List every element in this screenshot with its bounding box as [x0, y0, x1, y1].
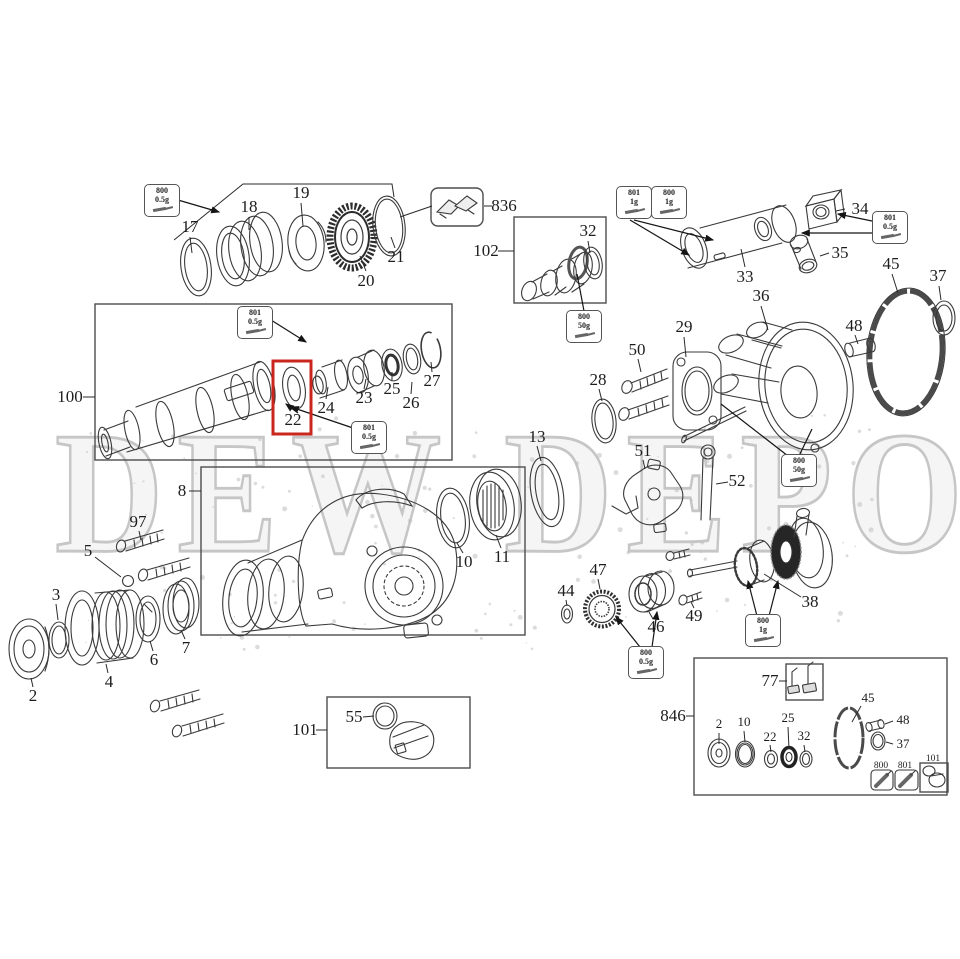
kit-grease-tube-800-icon	[870, 769, 894, 791]
kit-part-37-oring	[870, 731, 886, 751]
part-36-carrier-assembly	[681, 321, 854, 453]
callout-box-101-kit	[919, 762, 949, 793]
part-35-sleeve	[789, 234, 818, 274]
part-49-screws	[665, 548, 703, 606]
part-22-washer	[282, 366, 306, 410]
part-48-pin	[844, 337, 876, 358]
kit-part-45-ring	[833, 706, 865, 770]
part-18-ring-stack	[216, 211, 283, 287]
kit-part-101-cap	[922, 765, 946, 788]
part-50-screws	[618, 368, 670, 421]
speckle-texture	[85, 413, 874, 651]
part-47-gear	[583, 589, 621, 629]
kit-part-32-oring	[799, 750, 813, 768]
bracket-lines	[173, 183, 433, 241]
part-19-ring	[287, 214, 327, 272]
part-44-washer	[560, 604, 574, 624]
part-5-ball	[121, 574, 135, 588]
part-38-spindle-assembly	[686, 507, 833, 589]
part-2-cap	[8, 618, 50, 680]
part-77-brushes	[787, 661, 817, 695]
kit-grease-tube-801-icon	[894, 769, 919, 791]
part-7-spring-washers	[162, 577, 200, 635]
part-32-oring	[583, 246, 603, 280]
callout-box-101	[326, 696, 471, 769]
callout-box-77	[785, 663, 824, 701]
part-55-oring	[372, 702, 398, 730]
part-11-needle-bearing	[469, 468, 522, 541]
part-13-ring	[529, 456, 565, 528]
part-52-wire-clip	[700, 444, 716, 521]
part-37-oring	[932, 300, 956, 336]
leader-lines	[30, 202, 942, 753]
part-34-block	[804, 188, 845, 230]
part-33-cylinder	[680, 204, 797, 269]
part-17-oring	[180, 237, 212, 297]
part-836-clip	[435, 195, 478, 219]
callout-box-102	[513, 216, 607, 304]
callout-box-8	[200, 466, 526, 636]
part-97-screws	[115, 529, 191, 582]
part-28-oring	[591, 398, 617, 444]
part-101-cap	[389, 721, 435, 760]
part-29-bracket	[672, 351, 722, 431]
part-26-ring	[402, 343, 422, 375]
part-10-oring	[436, 487, 470, 549]
part-27-snap-ring	[420, 331, 442, 369]
part-6-ring	[135, 595, 161, 643]
grease-arrows	[177, 199, 873, 648]
part-20-gear	[326, 202, 378, 272]
part-23-bushing	[347, 349, 385, 394]
part-24-piston	[312, 359, 349, 399]
bottom-screws	[149, 689, 225, 738]
part-25-bearing	[381, 348, 403, 382]
kit-part-22-washer	[763, 749, 779, 769]
callout-box-846	[693, 657, 948, 796]
part-4-chuck-cover	[64, 589, 145, 666]
kit-part-25-seal	[780, 745, 798, 769]
kit-part-48-pin	[865, 719, 885, 732]
part-8-gear-housing	[222, 488, 458, 639]
kit-part-10-ring	[734, 740, 756, 768]
callout-box-100	[94, 303, 453, 461]
callout-box-836	[430, 187, 484, 227]
part-100-barrel	[97, 360, 276, 460]
part-102-spindle	[521, 245, 593, 302]
callout-boxes	[94, 187, 949, 796]
part-21-ring	[372, 195, 406, 257]
highlight-box-part-22	[271, 359, 313, 436]
part-45-ring	[866, 287, 946, 417]
part-46-sleeve	[628, 570, 675, 613]
part-51-lever	[611, 458, 684, 534]
